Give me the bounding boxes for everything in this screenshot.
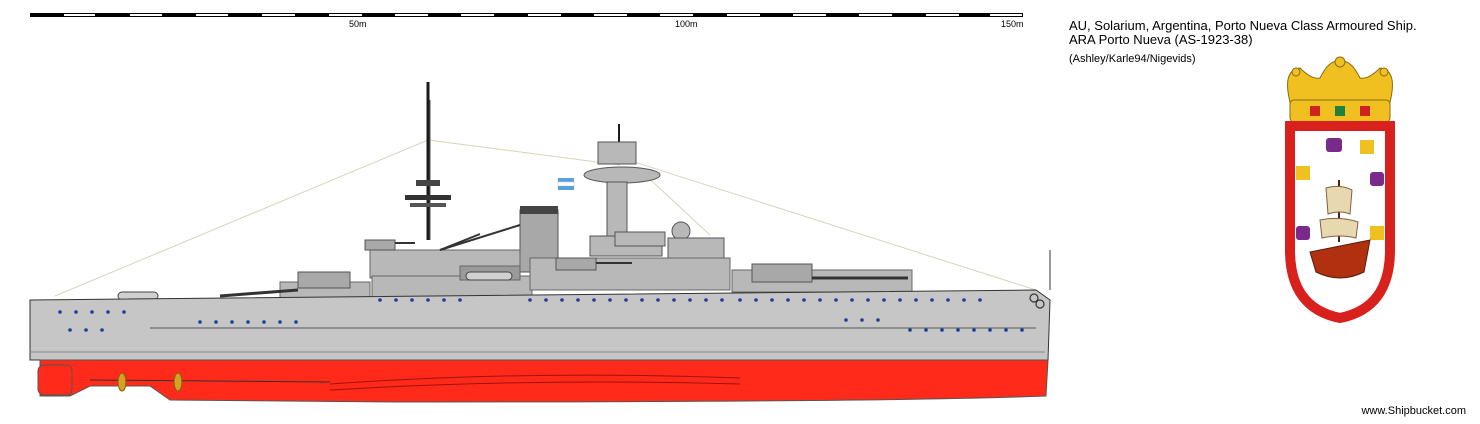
flag-icon <box>557 178 575 190</box>
hull <box>29 289 1051 361</box>
scale-label-100m: 100m <box>675 19 698 29</box>
scale-label-150m: 150m <box>1001 19 1024 29</box>
control-tower <box>583 141 725 259</box>
scale-label-50m: 50m <box>349 19 367 29</box>
credits: (Ashley/Karle94/Nigevids) <box>1069 53 1196 65</box>
gun-turrets <box>219 239 908 298</box>
foremast <box>405 82 451 240</box>
bow-anchor-icon <box>1029 293 1045 309</box>
lifeboats <box>117 271 513 301</box>
crane <box>439 224 521 251</box>
scale-bar <box>30 13 1023 17</box>
portholes <box>58 298 1024 332</box>
coat-of-arms-icon <box>1285 56 1395 324</box>
site-watermark: www.Shipbucket.com <box>1361 405 1466 417</box>
title-line-1: AU, Solarium, Argentina, Porto Nueva Cla… <box>1069 18 1417 33</box>
propeller-icon <box>37 364 183 396</box>
rigging-lines <box>54 139 1037 297</box>
title-line-2: ARA Porto Nueva (AS-1923-38) <box>1069 32 1253 47</box>
antifouling-hull <box>39 359 1049 403</box>
